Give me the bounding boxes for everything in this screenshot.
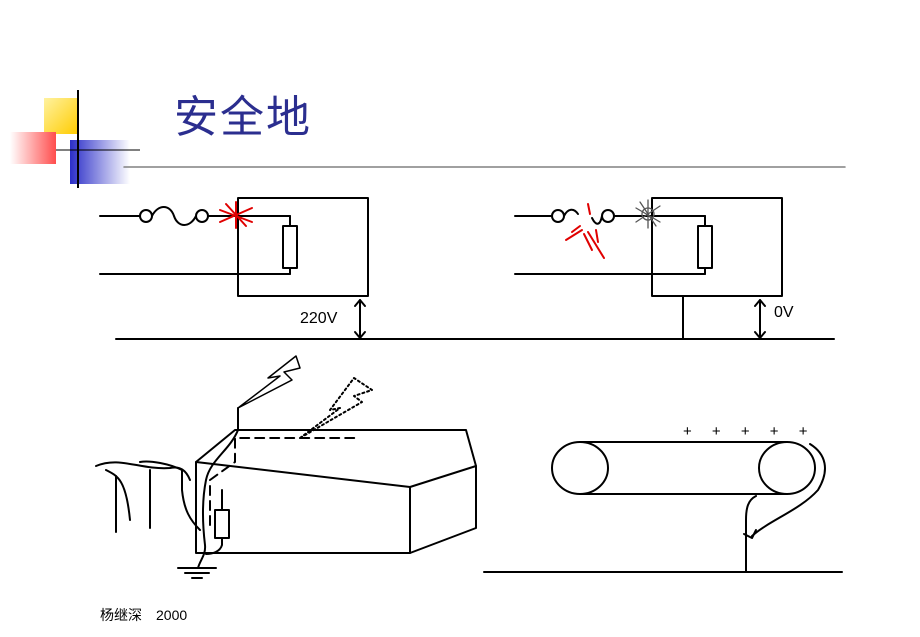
enclosure-drawing <box>95 407 477 579</box>
dashed-path <box>209 437 361 526</box>
conveyor-belt <box>483 441 843 573</box>
voltage-label-0v: 0V <box>774 304 794 321</box>
page-title: 安全地 <box>174 92 312 143</box>
footer-year: 2000 <box>156 607 188 623</box>
spark-outline-icon <box>635 199 661 229</box>
footer-author: 杨继深 <box>100 608 142 624</box>
static-charge-label: + + + + + <box>683 423 816 440</box>
lightning-bolt-icon <box>237 355 301 409</box>
lightning-bolt-dotted-icon <box>299 377 373 439</box>
blown-fuse-spark-icon <box>565 203 605 259</box>
voltage-label-220v: 220V <box>300 310 338 327</box>
logo-squares-icon <box>10 90 140 188</box>
spark-icon-left <box>219 201 253 229</box>
circuit-right <box>514 197 783 339</box>
footer: 杨继深 2000 <box>100 608 187 623</box>
